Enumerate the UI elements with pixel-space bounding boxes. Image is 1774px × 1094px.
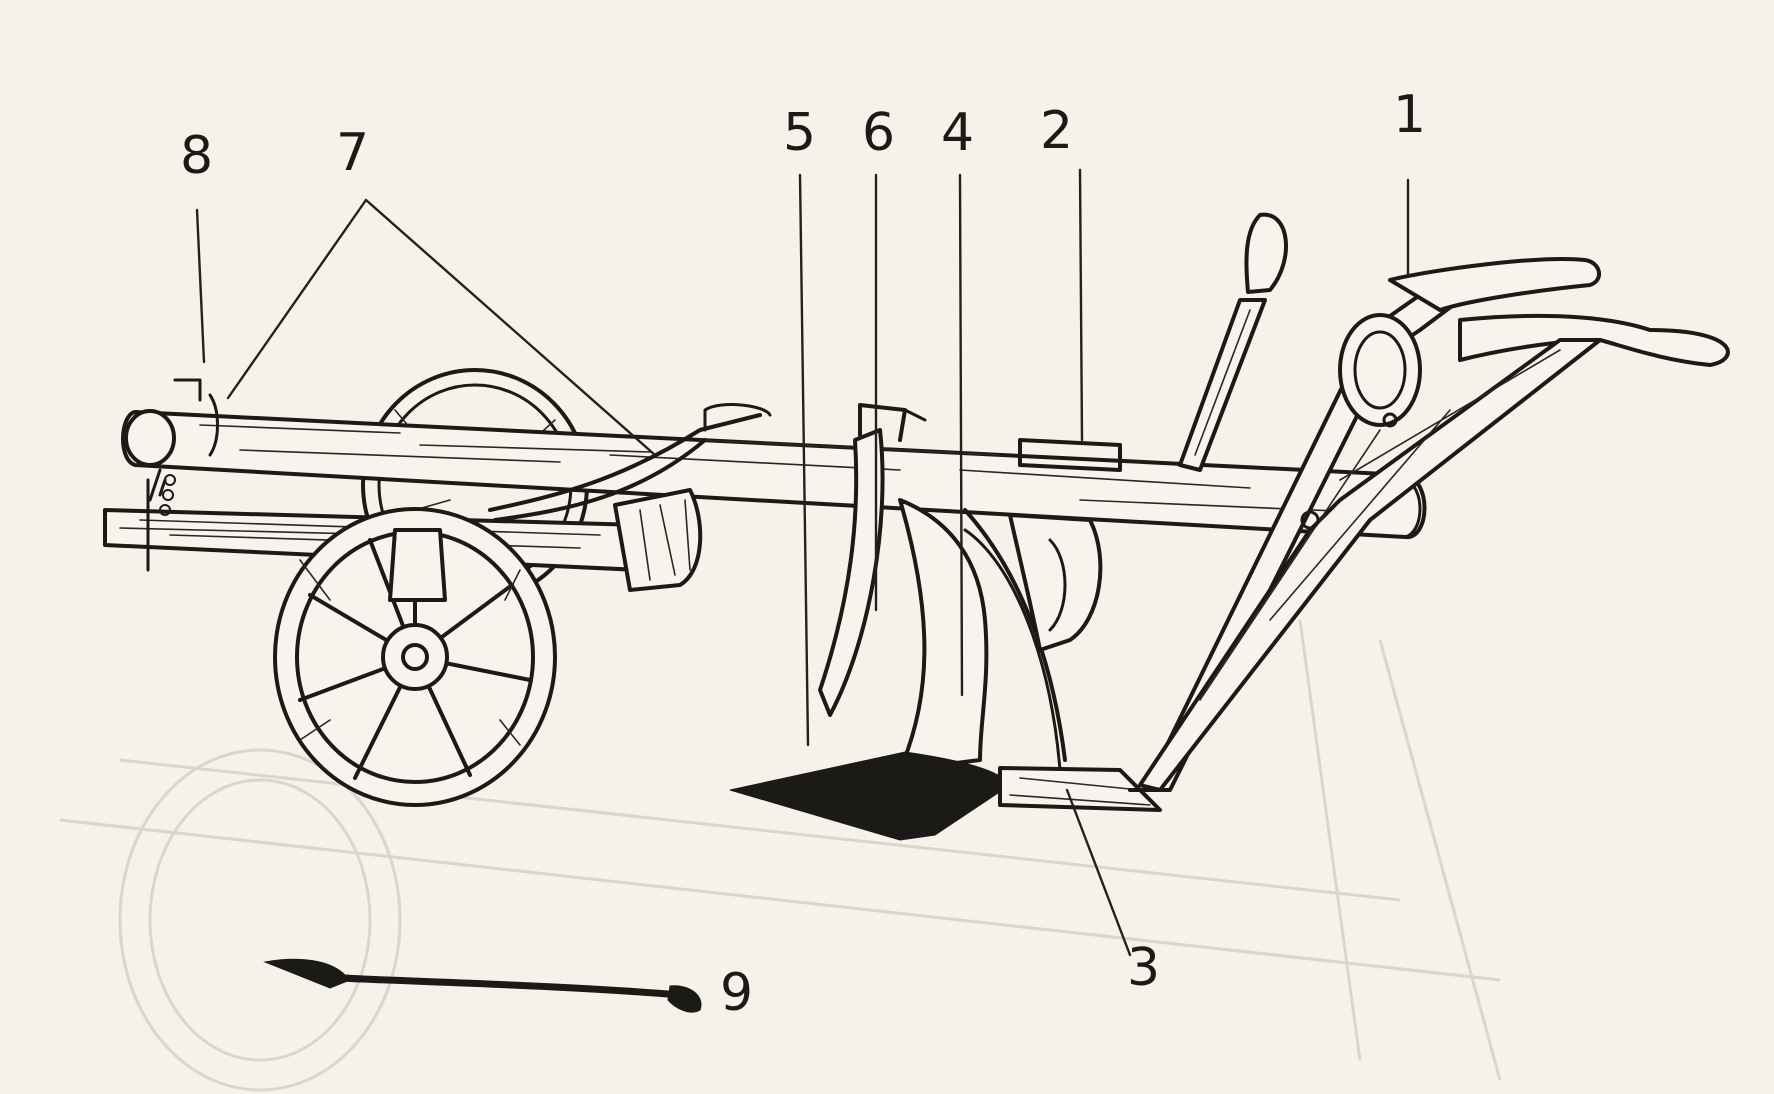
leader-8 xyxy=(195,208,206,364)
callout-labels: 1 2 3 4 5 6 7 8 9 xyxy=(180,85,1426,1023)
leader-lines xyxy=(195,168,1410,957)
leader-5 xyxy=(798,173,810,747)
plough-handles xyxy=(1128,257,1730,792)
front-hitch xyxy=(146,378,219,572)
coulter xyxy=(818,403,927,717)
callout-4: 4 xyxy=(941,103,974,163)
mouldboard xyxy=(898,498,1067,772)
bleed-through-ghost xyxy=(59,619,1502,1092)
regulating-lever xyxy=(1178,212,1288,472)
callout-6: 6 xyxy=(862,103,895,163)
leader-3 xyxy=(1065,788,1132,957)
callout-5: 5 xyxy=(783,103,816,163)
near-wheel xyxy=(273,507,557,807)
leader-7a xyxy=(226,198,368,400)
frog-and-landside xyxy=(1008,438,1122,652)
callout-1: 1 xyxy=(1393,85,1426,145)
callout-3: 3 xyxy=(1127,938,1160,998)
leader-4 xyxy=(958,173,964,697)
ploughshare xyxy=(729,751,1162,841)
leader-7b xyxy=(364,198,657,457)
plough-beam xyxy=(121,409,1427,539)
draw-chain xyxy=(488,403,772,522)
plough-spud-tool xyxy=(263,958,702,1013)
leader-2 xyxy=(1078,168,1084,442)
callout-9: 9 xyxy=(720,963,753,1023)
callout-7: 7 xyxy=(336,123,369,183)
callout-8: 8 xyxy=(180,126,213,186)
callout-2: 2 xyxy=(1040,101,1073,161)
